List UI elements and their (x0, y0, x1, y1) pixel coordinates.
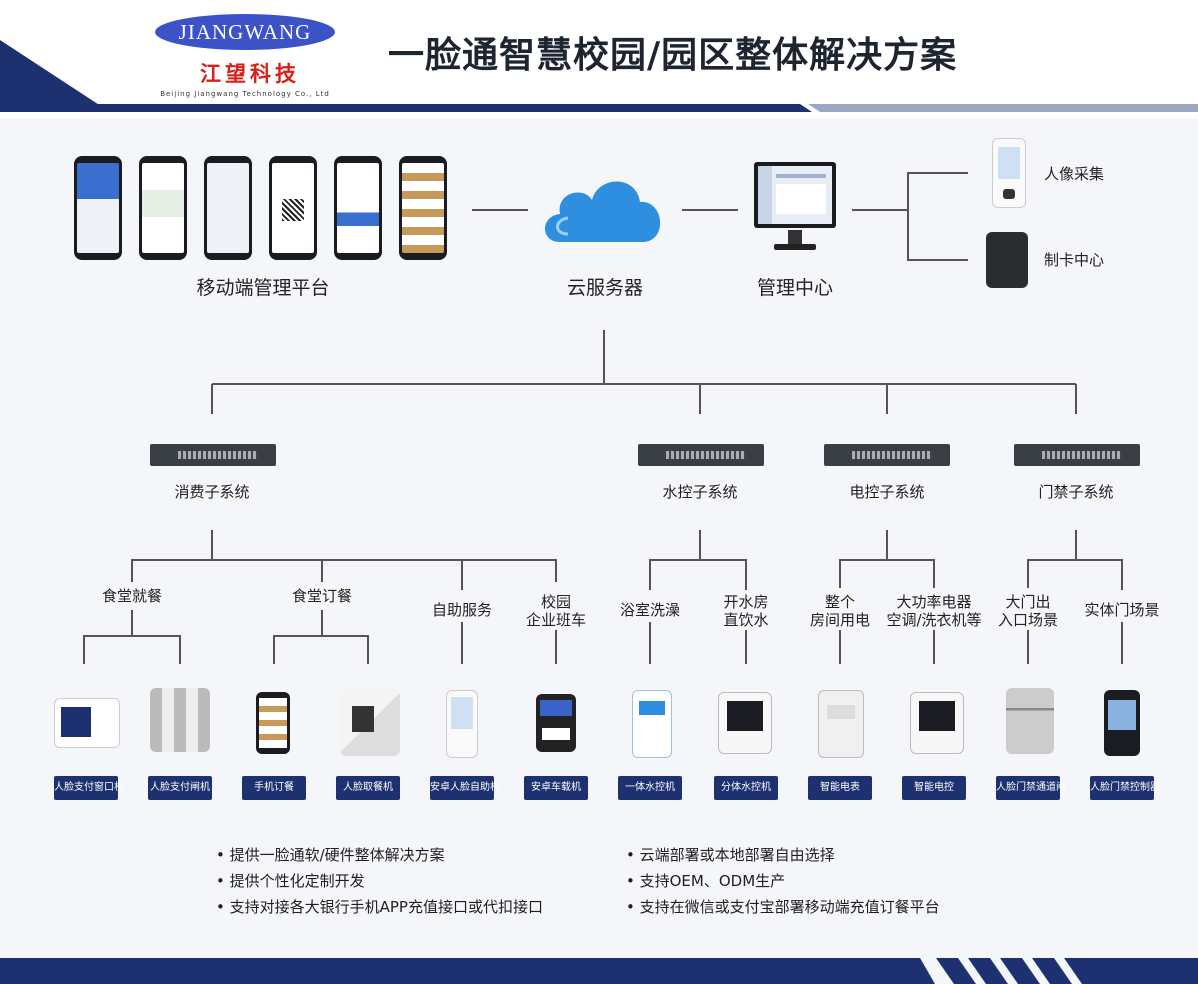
badge-android-kiosk: 安卓人脸自助机 (430, 776, 500, 800)
badge-smart-power: 智能电控 (902, 776, 966, 800)
device-water-controller (632, 690, 672, 758)
label-water-line1: 开水房 (723, 593, 769, 611)
badge-mobile-order: 手机订餐 (242, 776, 306, 800)
device-mobile-order (256, 692, 290, 754)
phone-screen (74, 156, 122, 260)
device-smart-meter (818, 690, 864, 758)
card-reader-device (986, 232, 1028, 288)
monitor-icon (754, 162, 836, 250)
label-power-line1: 大功率电器 (896, 593, 972, 611)
badge-face-pay-gate: 人脸支付闸机 (148, 776, 212, 800)
face-capture-device (992, 138, 1026, 208)
label-subsystem-consume: 消费子系统 (174, 483, 250, 501)
device-android-bus (536, 694, 576, 752)
phone-screen (399, 156, 447, 260)
label-canteen-order: 食堂订餐 (291, 587, 352, 605)
logo-brand-cn: 江望科技 (200, 61, 300, 86)
device-face-access-gate (1006, 688, 1054, 754)
label-subsystem-power: 电控子系统 (849, 483, 925, 501)
label-mobile-platform: 移动端管理平台 (196, 277, 330, 299)
phone-screen (334, 156, 382, 260)
logo-tagline: Beijing Jiangwang Technology Co., Ltd (160, 90, 330, 98)
label-card-center: 制卡中心 (1044, 251, 1105, 269)
label-face-capture: 人像采集 (1044, 165, 1105, 183)
label-subsystem-access: 门禁子系统 (1038, 483, 1114, 501)
device-face-pay-gate (150, 688, 210, 752)
phone-screen (269, 156, 317, 260)
device-face-access-controller (1104, 690, 1140, 756)
bullet-item: • 支持在微信或支付宝部署移动端充值订餐平台 (626, 898, 940, 916)
device-smart-power (910, 692, 964, 754)
label-subsystem-water: 水控子系统 (662, 483, 738, 501)
badge-split-water: 分体水控机 (714, 776, 778, 800)
bullet-item: • 支持OEM、ODM生产 (626, 872, 786, 890)
badge-face-pay-window: 人脸支付窗口机 (54, 776, 124, 800)
device-face-pay-window (54, 698, 120, 748)
bullet-list-left: • 提供一脸通软/硬件整体解决方案 • 提供个性化定制开发 • 支持对接各大银行… (216, 842, 543, 920)
phone-screen (139, 156, 187, 260)
network-switch (150, 444, 276, 466)
badge-face-pickup: 人脸取餐机 (336, 776, 400, 800)
label-canteen-dine: 食堂就餐 (101, 587, 162, 605)
badge-water-controller: 一体水控机 (618, 776, 682, 800)
badge-face-access-gate: 人脸门禁通道闸 (996, 776, 1066, 800)
network-switch (824, 444, 950, 466)
label-door: 实体门场景 (1084, 601, 1160, 619)
bullet-item: • 提供个性化定制开发 (216, 872, 365, 890)
cloud-icon (545, 181, 661, 242)
badge-smart-meter: 智能电表 (808, 776, 872, 800)
logo-brand-en: JIANGWANG (155, 14, 335, 50)
bullet-item: • 提供一脸通软/硬件整体解决方案 (216, 846, 445, 864)
label-water-line2: 直饮水 (723, 611, 769, 629)
device-split-water (718, 692, 772, 754)
page-title: 一脸通智慧校园/园区整体解决方案 (388, 35, 958, 76)
device-android-kiosk (446, 690, 478, 758)
phone-screen (204, 156, 252, 260)
label-bath: 浴室洗澡 (619, 601, 680, 619)
bullet-item: • 云端部署或本地部署自由选择 (626, 846, 835, 864)
badge-android-bus: 安卓车载机 (524, 776, 588, 800)
label-mgmt-center: 管理中心 (756, 277, 833, 299)
device-face-pickup (340, 690, 400, 756)
label-gate-line1: 大门出 (1005, 593, 1051, 611)
bullet-list-right: • 云端部署或本地部署自由选择 • 支持OEM、ODM生产 • 支持在微信或支付… (626, 842, 940, 920)
label-gate-line2: 入口场景 (997, 611, 1058, 629)
badge-face-access-controller: 人脸门禁控制器 (1090, 776, 1160, 800)
label-bus-line1: 校园 (540, 593, 571, 611)
label-power-line2: 空调/洗衣机等 (886, 611, 982, 629)
label-bus-line2: 企业班车 (525, 611, 586, 629)
network-switch (638, 444, 764, 466)
bullet-item: • 支持对接各大银行手机APP充值接口或代扣接口 (216, 898, 543, 916)
network-switch (1014, 444, 1140, 466)
label-room-line1: 整个 (824, 593, 855, 611)
label-self-service: 自助服务 (431, 601, 492, 619)
label-room-line2: 房间用电 (809, 611, 870, 629)
label-cloud-server: 云服务器 (566, 277, 643, 299)
